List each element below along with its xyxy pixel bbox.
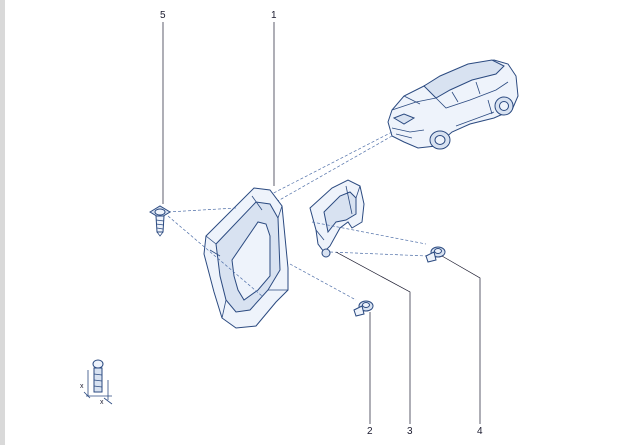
- callout-number-5: 5: [160, 10, 166, 21]
- projection-line: [259, 131, 393, 201]
- alignment-line: [289, 263, 357, 301]
- projection-line: [275, 135, 393, 203]
- clip-icon: [353, 300, 374, 317]
- callout-number-2: 2: [367, 426, 373, 437]
- alignment-line: [167, 215, 263, 297]
- left-edge-divider: [0, 0, 5, 445]
- alignment-line: [311, 221, 427, 245]
- leader-line-4: [441, 255, 481, 424]
- callout-number-1: 1: [271, 10, 277, 21]
- leader-line-3: [335, 251, 411, 424]
- torque-legend-icon: x x: [80, 359, 113, 406]
- callout-number-4: 4: [477, 426, 483, 437]
- callout-number-3: 3: [407, 426, 413, 437]
- legend-x-mark-bottom: x: [100, 399, 104, 406]
- car-icon: [387, 59, 519, 150]
- screw-icon: [149, 205, 171, 237]
- bracket-part: [309, 179, 365, 258]
- lamp-housing-part: [203, 187, 289, 329]
- clip-icon: [425, 246, 446, 263]
- alignment-line: [329, 251, 429, 257]
- alignment-line: [167, 207, 237, 213]
- legend-x-mark-top: x: [80, 383, 84, 390]
